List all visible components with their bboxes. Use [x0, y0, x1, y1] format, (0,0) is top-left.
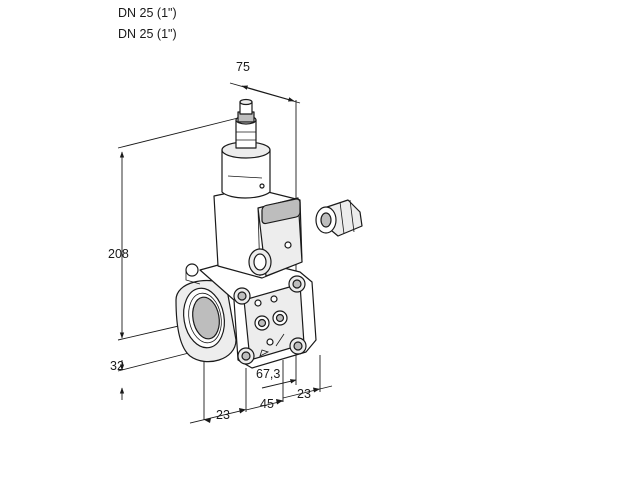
flow-arrow-mark — [259, 349, 270, 357]
dim-67-label: 67,3 — [256, 367, 280, 381]
dim-75-label: 75 — [236, 60, 250, 74]
screw-2 — [270, 295, 278, 303]
dim-32-label: 32 — [110, 359, 124, 373]
screw-3 — [266, 338, 274, 346]
screw-1 — [254, 299, 262, 307]
dim-75-line — [241, 85, 295, 102]
cover-plate — [261, 198, 301, 225]
dim-67-line — [261, 379, 297, 389]
dim-208-ext-top — [117, 117, 239, 149]
header-line-2: DN 25 (1") — [118, 27, 177, 41]
dim-23-left-line — [189, 409, 245, 424]
inlet-thread-inner — [192, 296, 220, 340]
housing-gland-inner — [253, 253, 267, 271]
dim-45-label: 45 — [260, 397, 274, 411]
cover-screw — [284, 241, 292, 249]
dim-23-right-line — [282, 385, 333, 399]
cable-gland — [315, 199, 363, 237]
valve-body — [175, 98, 317, 369]
header-line-1: DN 25 (1") — [118, 6, 177, 20]
dim-23-left-label: 23 — [216, 408, 230, 422]
dim-23-right-label: 23 — [297, 387, 311, 401]
stem-cylinder — [221, 149, 271, 199]
gland-hole — [320, 212, 332, 228]
dim-208-label: 208 — [108, 247, 129, 261]
bolt-left-top — [185, 263, 199, 277]
